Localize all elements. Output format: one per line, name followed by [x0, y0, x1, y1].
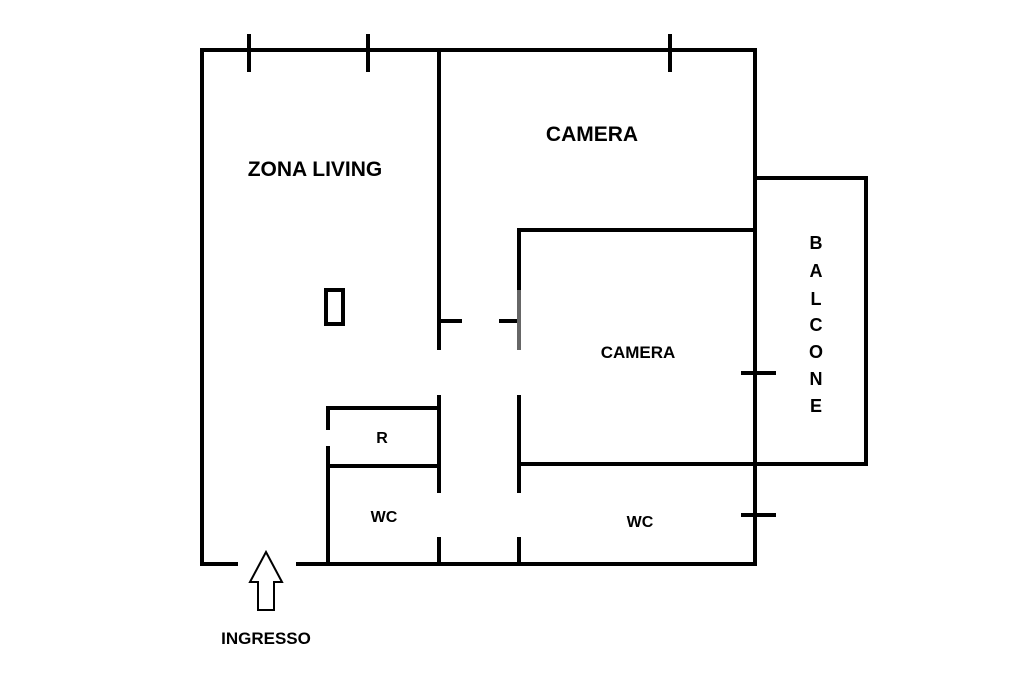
entrance-arrow	[248, 549, 284, 611]
balcone-letter: N	[810, 369, 823, 389]
exterior-walls	[200, 48, 757, 566]
balcone-label: B A L C O N E	[809, 233, 823, 416]
zona-living-label: ZONA LIVING	[248, 158, 383, 181]
balcone-letter: B	[810, 233, 823, 253]
window-marks	[247, 34, 776, 517]
ingresso-label: INGRESSO	[221, 629, 311, 648]
balcony-outline	[519, 176, 868, 466]
camera-top-label: CAMERA	[546, 123, 638, 146]
wc-right-label: WC	[627, 514, 654, 531]
column	[324, 288, 345, 326]
camera-mid-label: CAMERA	[601, 343, 676, 362]
wc-left-label: WC	[371, 509, 398, 526]
balcone-letter: L	[811, 289, 822, 309]
interior-walls	[326, 50, 755, 566]
balcone-letter: A	[810, 261, 823, 281]
balcone-letter: O	[809, 342, 823, 362]
ripostiglio-label: R	[376, 430, 388, 447]
balcone-letter: E	[810, 396, 822, 416]
balcone-letter: C	[810, 315, 823, 335]
